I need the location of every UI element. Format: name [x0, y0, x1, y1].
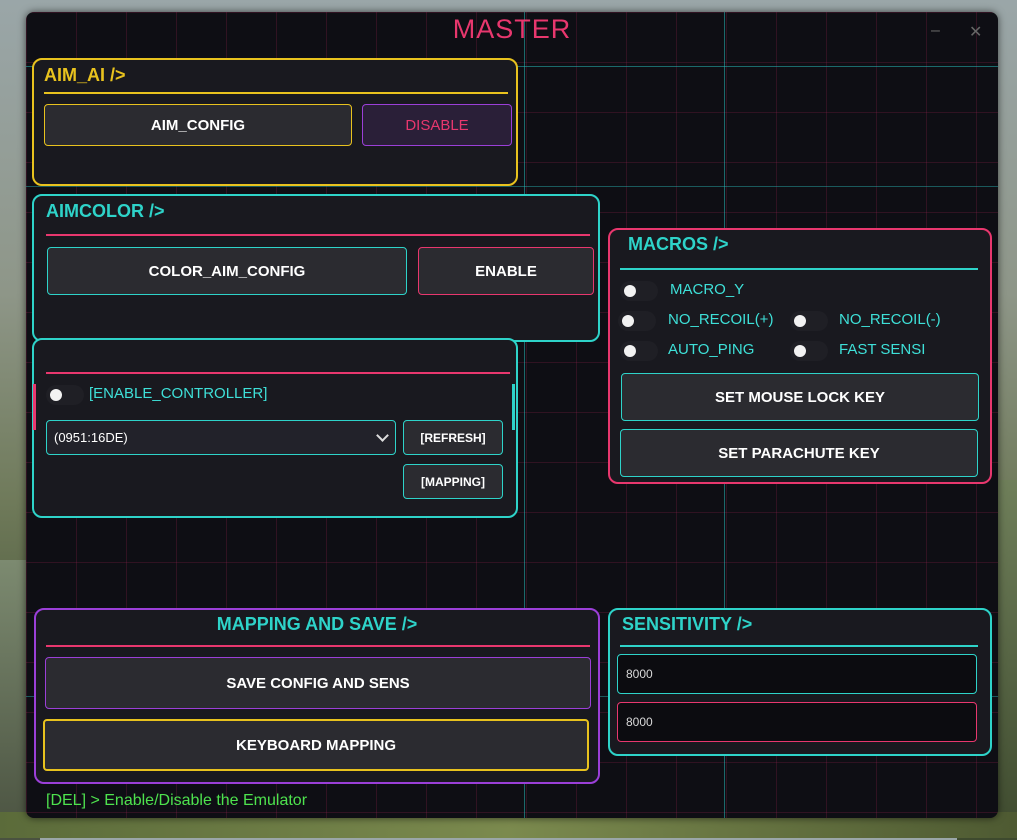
- mapping-save-header: MAPPING AND SAVE />: [216, 614, 418, 634]
- set-parachute-key-button[interactable]: SET PARACHUTE KEY: [620, 429, 978, 477]
- no-recoil-minus-label: NO_RECOIL(-): [839, 311, 941, 328]
- controller-mapping-button[interactable]: [MAPPING]: [403, 464, 503, 499]
- sensitivity-input-1[interactable]: 8000: [617, 654, 977, 694]
- close-icon[interactable]: ✕: [969, 24, 983, 41]
- sensitivity-panel: SENSITIVITY /> 8000 8000: [608, 608, 992, 756]
- aim-ai-separator: [44, 92, 508, 94]
- minimize-icon[interactable]: –: [931, 22, 940, 39]
- aim-ai-header: AIM_AI />: [44, 65, 126, 85]
- controller-panel: [ENABLE_CONTROLLER] (0951:16DE) [REFRESH…: [32, 338, 518, 518]
- controller-device-value: (0951:16DE): [54, 430, 128, 445]
- macro-y-toggle[interactable]: [620, 281, 658, 301]
- macros-panel: MACROS /> MACRO_Y NO_RECOIL(+) NO_RECOIL…: [608, 228, 992, 484]
- aimcolor-enable-button[interactable]: ENABLE: [418, 247, 594, 295]
- aimcolor-header: AIMCOLOR />: [46, 201, 165, 221]
- auto-ping-toggle[interactable]: [620, 341, 658, 361]
- save-config-and-sens-button[interactable]: SAVE CONFIG AND SENS: [45, 657, 591, 709]
- aim-ai-disable-button[interactable]: DISABLE: [362, 104, 512, 146]
- controller-accent-right: [512, 384, 515, 430]
- aim-ai-panel: AIM_AI /> AIM_CONFIG DISABLE: [32, 58, 518, 186]
- no-recoil-minus-toggle[interactable]: [790, 311, 828, 331]
- macros-header: MACROS />: [628, 234, 729, 254]
- color-aim-config-button[interactable]: COLOR_AIM_CONFIG: [47, 247, 407, 295]
- app-window: MASTER – ✕ AIM_AI /> AIM_CONFIG DISABLE …: [26, 12, 998, 818]
- emulator-hint: [DEL] > Enable/Disable the Emulator: [46, 792, 308, 809]
- set-mouse-lock-key-button[interactable]: SET MOUSE LOCK KEY: [621, 373, 979, 421]
- auto-ping-label: AUTO_PING: [668, 341, 755, 358]
- enable-controller-label: [ENABLE_CONTROLLER]: [89, 385, 268, 402]
- no-recoil-plus-toggle[interactable]: [618, 311, 656, 331]
- controller-separator: [46, 372, 510, 374]
- fast-sensi-label: FAST SENSI: [839, 341, 926, 358]
- mapping-save-panel: MAPPING AND SAVE /> SAVE CONFIG AND SENS…: [34, 608, 600, 784]
- aim-config-button[interactable]: AIM_CONFIG: [44, 104, 352, 146]
- sensitivity-separator: [620, 645, 978, 647]
- macro-y-label: MACRO_Y: [670, 281, 745, 298]
- enable-controller-toggle[interactable]: [46, 385, 84, 405]
- macros-separator: [620, 268, 978, 270]
- no-recoil-plus-label: NO_RECOIL(+): [668, 311, 774, 328]
- controller-device-select[interactable]: (0951:16DE): [46, 420, 396, 455]
- sensitivity-header: SENSITIVITY />: [622, 614, 753, 634]
- mapping-save-separator: [46, 645, 590, 647]
- window-title: MASTER: [452, 14, 572, 44]
- chevron-down-icon: [376, 429, 389, 442]
- aimcolor-separator: [46, 234, 590, 236]
- sensitivity-input-2[interactable]: 8000: [617, 702, 977, 742]
- keyboard-mapping-button[interactable]: KEYBOARD MAPPING: [43, 719, 589, 771]
- aimcolor-panel: AIMCOLOR /> COLOR_AIM_CONFIG ENABLE: [32, 194, 600, 342]
- fast-sensi-toggle[interactable]: [790, 341, 828, 361]
- refresh-button[interactable]: [REFRESH]: [403, 420, 503, 455]
- controller-accent-left: [33, 384, 36, 430]
